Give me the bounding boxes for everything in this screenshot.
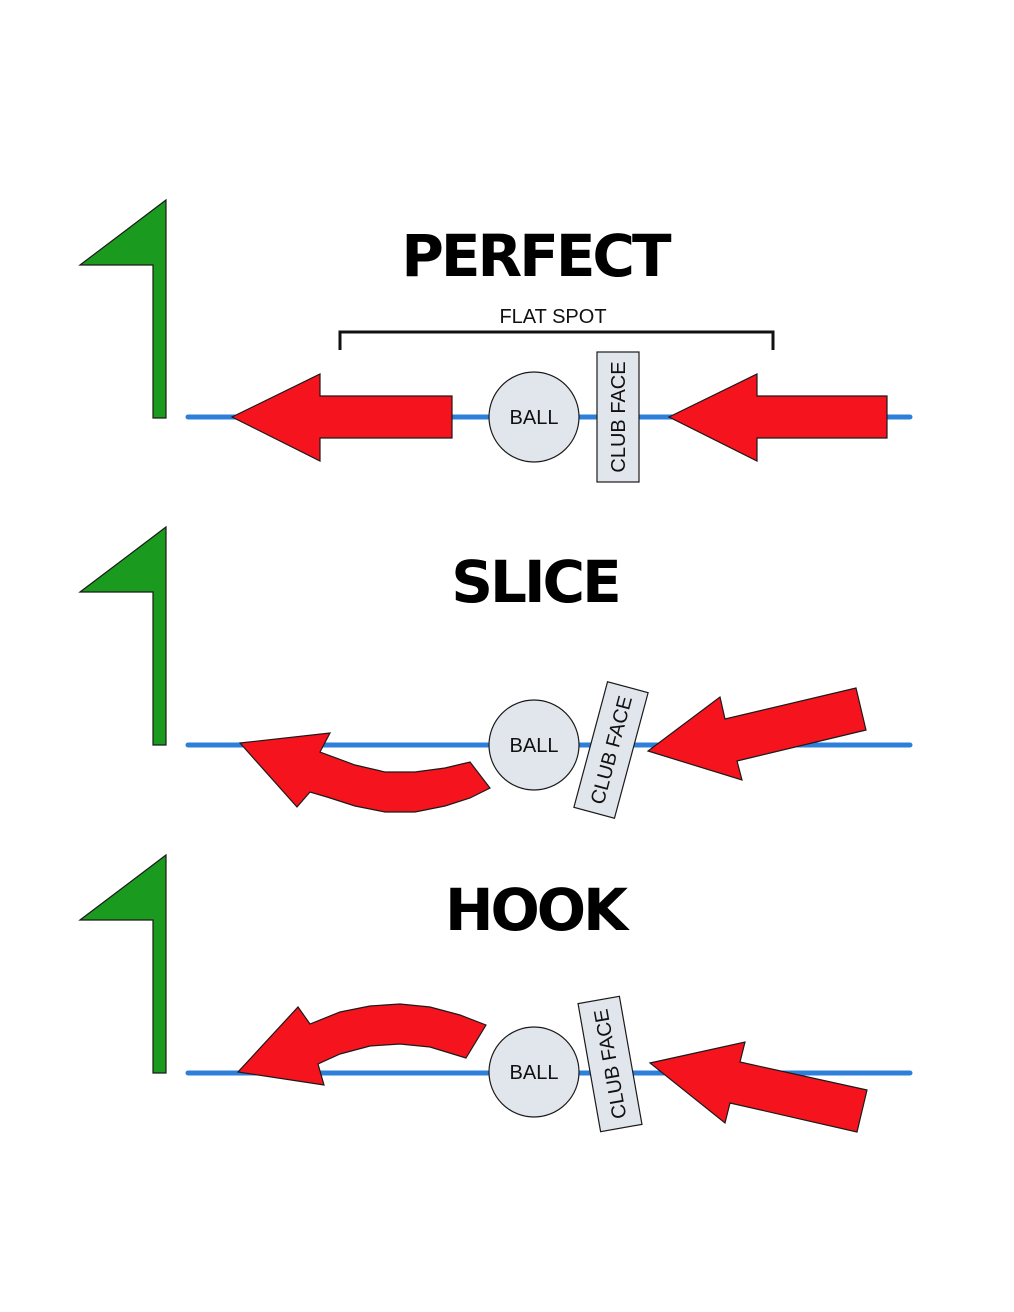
- panel-title: HOOK: [445, 876, 630, 944]
- club-face-label: CLUB FACE: [608, 361, 630, 472]
- panel-title: SLICE: [451, 548, 619, 616]
- swing-path-arrow: [667, 373, 888, 462]
- ball: BALL: [488, 371, 580, 463]
- flag-icon: [78, 198, 167, 419]
- swing-path-arrow: [646, 687, 867, 781]
- panel-hook: HOOK BALL CLUB FACE: [78, 853, 913, 1133]
- ball: BALL: [488, 699, 580, 791]
- flag-icon: [78, 853, 167, 1074]
- panel-perfect: PERFECT FLAT SPOT BALL CLUB FACE: [78, 198, 913, 483]
- flat-spot-bracket: FLAT SPOT: [338, 306, 775, 350]
- swing-path-arrow: [648, 1041, 868, 1133]
- ball: BALL: [488, 1026, 580, 1118]
- ball-label: BALL: [510, 407, 559, 429]
- ball-flight-arrow: [236, 1003, 487, 1086]
- club-face: CLUB FACE: [577, 995, 643, 1133]
- ball-label: BALL: [510, 1062, 559, 1084]
- club-face: CLUB FACE: [596, 351, 640, 483]
- ball-flight-arrow: [238, 732, 491, 813]
- flag-icon: [78, 525, 167, 746]
- panel-title: PERFECT: [401, 222, 672, 290]
- ball-flight-arrow: [230, 373, 453, 462]
- panel-slice: SLICE BALL CLUB FACE: [78, 525, 913, 819]
- club-face: CLUB FACE: [573, 681, 649, 819]
- flat-spot-label: FLAT SPOT: [499, 306, 606, 328]
- ball-label: BALL: [510, 735, 559, 757]
